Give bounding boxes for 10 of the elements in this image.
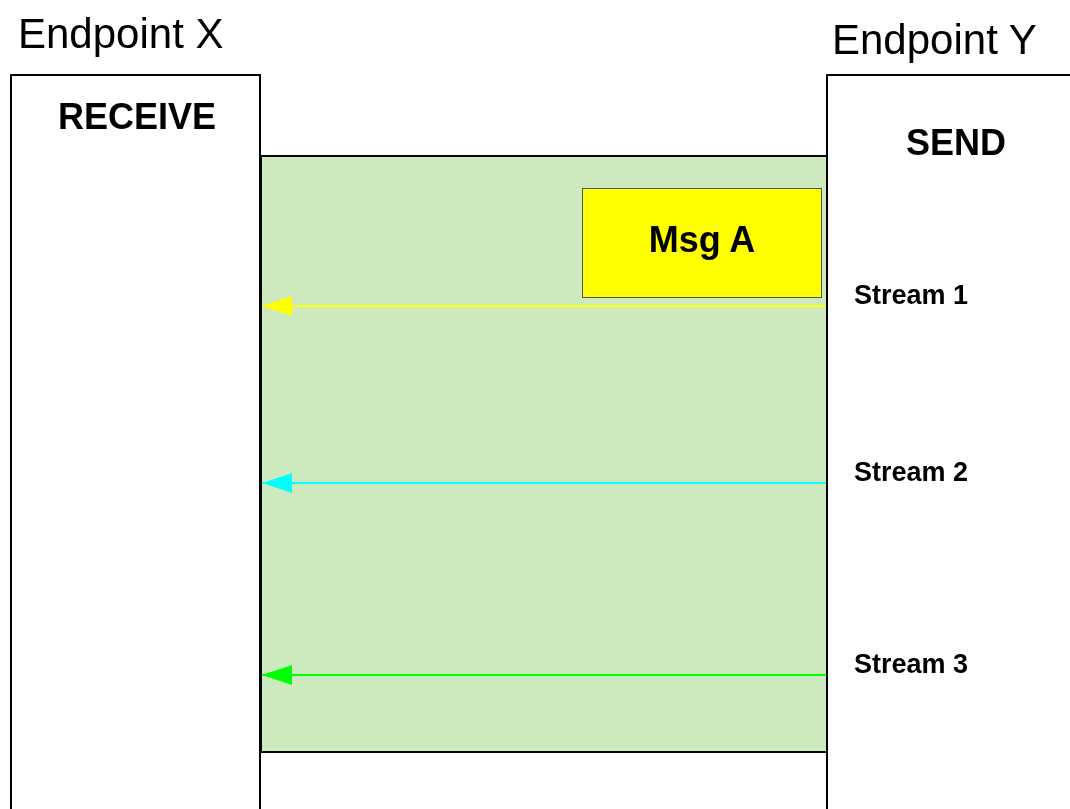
message-box (582, 188, 822, 298)
endpoint-heading: Endpoint Y (832, 16, 1037, 64)
message-label: Msg A (647, 219, 757, 261)
endpoint-heading: Endpoint X (18, 10, 224, 58)
arrow (261, 665, 827, 685)
role-label: SEND (906, 122, 1007, 164)
arrow (261, 296, 827, 316)
arrow (261, 473, 827, 493)
message-region (260, 155, 828, 753)
role-label: RECEIVE (58, 96, 217, 138)
